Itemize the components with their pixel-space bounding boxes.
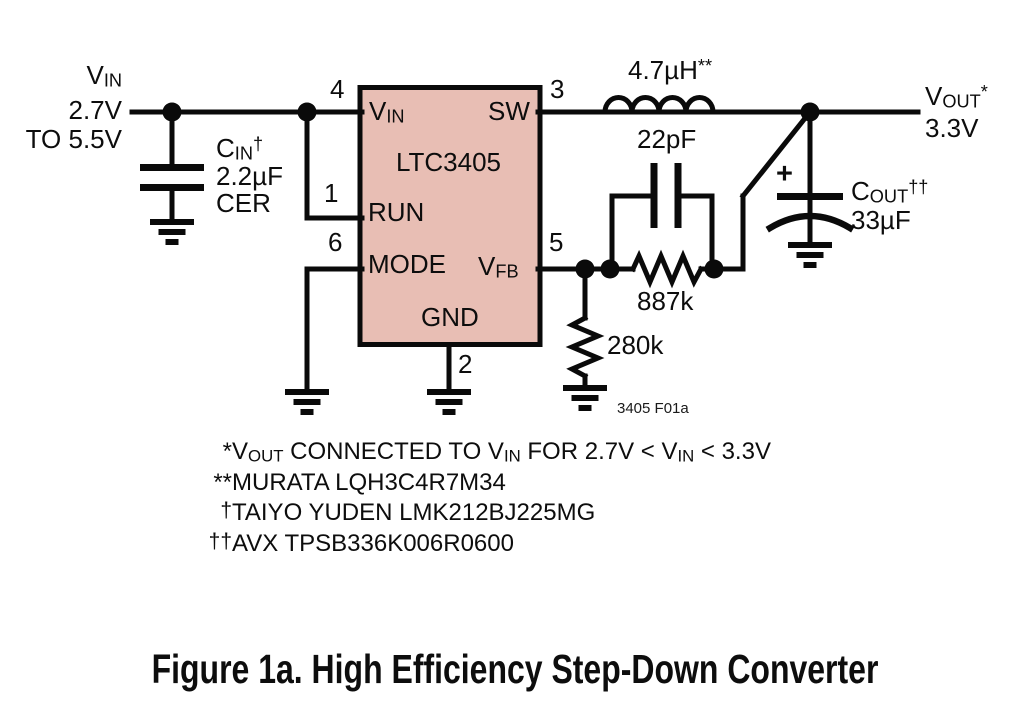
figure-id-label: 3405 F01a [617, 400, 689, 417]
ic-body [357, 85, 543, 347]
cin-type-label: CER [216, 188, 271, 218]
r-bottom-ground-symbol [563, 385, 607, 411]
cout-ground-symbol [788, 242, 832, 268]
footnote-marker: * [222, 438, 232, 465]
footnote-text: AVX TPSB336K006R0600 [232, 529, 514, 557]
cap22-capacitor [650, 163, 682, 228]
pin-number-3: 3 [550, 74, 565, 104]
inductor-coil [602, 95, 716, 115]
feedback-diagonal-wire [739, 108, 814, 200]
ic-pin-label-vin: VIN [369, 96, 405, 127]
cout-polarity-marker: + [776, 158, 793, 190]
ic-pin-label-mode: MODE [368, 249, 446, 279]
footnote-text: VOUT CONNECTED TO VIN FOR 2.7V < VIN < 3… [232, 438, 771, 466]
footnote-row: * VOUT CONNECTED TO VIN FOR 2.7V < VIN <… [150, 438, 771, 469]
ic-pin-label-run: RUN [368, 197, 425, 227]
footnote-text: MURATA LQH3C4R7M34 [232, 468, 506, 496]
junction-dot [575, 259, 595, 279]
junction-dot [600, 259, 620, 279]
ground-symbols [150, 219, 832, 415]
figure-caption: Figure 1a. High Efficiency Step-Down Con… [151, 646, 879, 692]
vin-source-label: VIN [86, 60, 122, 91]
junction-dot [800, 102, 820, 122]
footnote-row: ** MURATA LQH3C4R7M34 [150, 469, 771, 500]
cin-capacitor [140, 164, 204, 191]
pin-number-4: 4 [330, 74, 345, 104]
r-top-resistor [629, 249, 705, 289]
vout-value-label: 3.3V [925, 113, 979, 143]
junction-dots [162, 102, 820, 279]
ic-pin-label-gnd: GND [421, 302, 479, 332]
cin-name-label: CIN† [216, 133, 264, 164]
cin-value-label: 2.2µF [216, 161, 284, 191]
footnote-marker: †† [208, 529, 232, 553]
pin-number-1: 1 [324, 178, 339, 208]
gnd-pin-ground-symbol [427, 389, 471, 415]
vout-name-label: VOUT* [925, 81, 988, 112]
footnotes-block: * VOUT CONNECTED TO VIN FOR 2.7V < VIN <… [150, 438, 771, 560]
footnote-marker: ** [213, 468, 232, 496]
r-bottom-resistor [565, 314, 605, 380]
r-top-value-label: 887k [637, 286, 694, 316]
ic-part-number: LTC3405 [395, 147, 502, 177]
vin-range-line1: 2.7V [68, 95, 123, 125]
vin-range-line2: TO 5.5V [25, 124, 122, 154]
cout-value-label: 33µF [851, 205, 911, 235]
pin-number-2: 2 [458, 349, 473, 379]
r-bottom-value-label: 280k [607, 330, 664, 360]
footnote-row: †† AVX TPSB336K006R0600 [150, 530, 771, 561]
cap22-value-label: 22pF [637, 124, 697, 154]
ic-pin-label-vfb: VFB [478, 251, 519, 282]
inductor-value-label: 4.7µH** [628, 55, 713, 85]
junction-dot [704, 259, 724, 279]
junction-dot [162, 102, 182, 122]
footnote-row: † TAIYO YUDEN LMK212BJ225MG [150, 499, 771, 530]
cout-name-label: COUT†† [851, 176, 929, 207]
footnote-marker: † [220, 499, 232, 522]
pin-number-6: 6 [328, 227, 343, 257]
footnote-text: TAIYO YUDEN LMK212BJ225MG [232, 499, 596, 526]
junction-dot [297, 102, 317, 122]
cout-capacitor [765, 193, 855, 233]
cin-ground-symbol [150, 219, 194, 245]
ic-pin-label-sw: SW [488, 96, 530, 126]
pin-number-5: 5 [549, 227, 564, 257]
mode-ground-symbol [285, 389, 329, 415]
